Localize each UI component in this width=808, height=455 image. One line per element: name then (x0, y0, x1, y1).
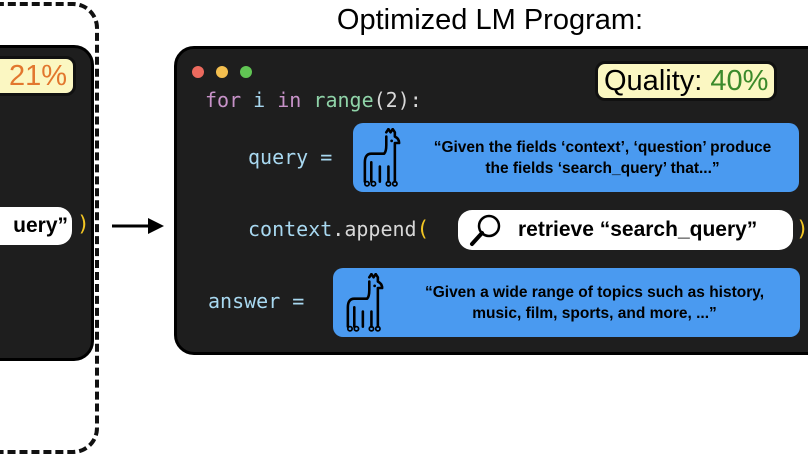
quality-value: 40% (710, 65, 769, 97)
quality-badge: Quality: 40% (595, 61, 778, 101)
quality-label: Quality: (604, 65, 703, 97)
original-retrieve-pill: uery” (0, 207, 72, 245)
kw-for: for (205, 88, 242, 112)
original-program-group (0, 2, 99, 454)
retrieve-pill: retrieve “search_query” (458, 210, 793, 250)
answer-assignment: answer = (208, 289, 305, 313)
context-append: context.append( (248, 217, 429, 241)
window-minimize-dot (216, 66, 228, 78)
loop-var: i (253, 88, 266, 112)
original-close-paren: ) (77, 212, 90, 236)
original-program-window (0, 45, 94, 361)
answer-module-prompt: “Given a wide range of topics such as hi… (389, 282, 800, 324)
answer-prompt-line2: music, film, sports, and more, ...” (472, 304, 717, 322)
query-module-box: “Given the fields ‘context’, ‘question’ … (353, 123, 799, 192)
open-paren: ( (416, 217, 430, 241)
window-close-dot (192, 66, 204, 78)
range-args: (2): (373, 88, 422, 112)
page-title: Optimized LM Program: (336, 4, 644, 36)
original-quality-badge: 21% (0, 56, 77, 96)
answer-prompt-line1: “Given a wide range of topics such as hi… (424, 283, 765, 301)
answer-module-box: “Given a wide range of topics such as hi… (333, 268, 800, 337)
llama-icon (363, 127, 401, 187)
window-maximize-dot (240, 66, 252, 78)
loop-line: for i in range(2): (205, 88, 422, 112)
query-module-prompt: “Given the fields ‘context’, ‘question’ … (406, 137, 799, 179)
llama-icon (346, 272, 384, 332)
query-assignment: query = (248, 145, 333, 169)
query-prompt-line2: the fields ‘search_query’ that...” (485, 159, 720, 177)
right-arrow-icon (112, 218, 164, 234)
original-quality-value: 21% (9, 60, 68, 92)
kw-in: in (277, 88, 302, 112)
query-prompt-line1: “Given the fields ‘context’, ‘question’ … (433, 138, 772, 156)
retrieve-label: retrieve “search_query” (518, 218, 758, 241)
range-fn: range (313, 88, 374, 112)
magnifier-icon (470, 214, 501, 246)
append-method: .append (332, 217, 417, 241)
original-retrieve-text: uery” (13, 214, 68, 237)
close-paren: ) (796, 217, 808, 241)
context-var: context (248, 217, 333, 241)
